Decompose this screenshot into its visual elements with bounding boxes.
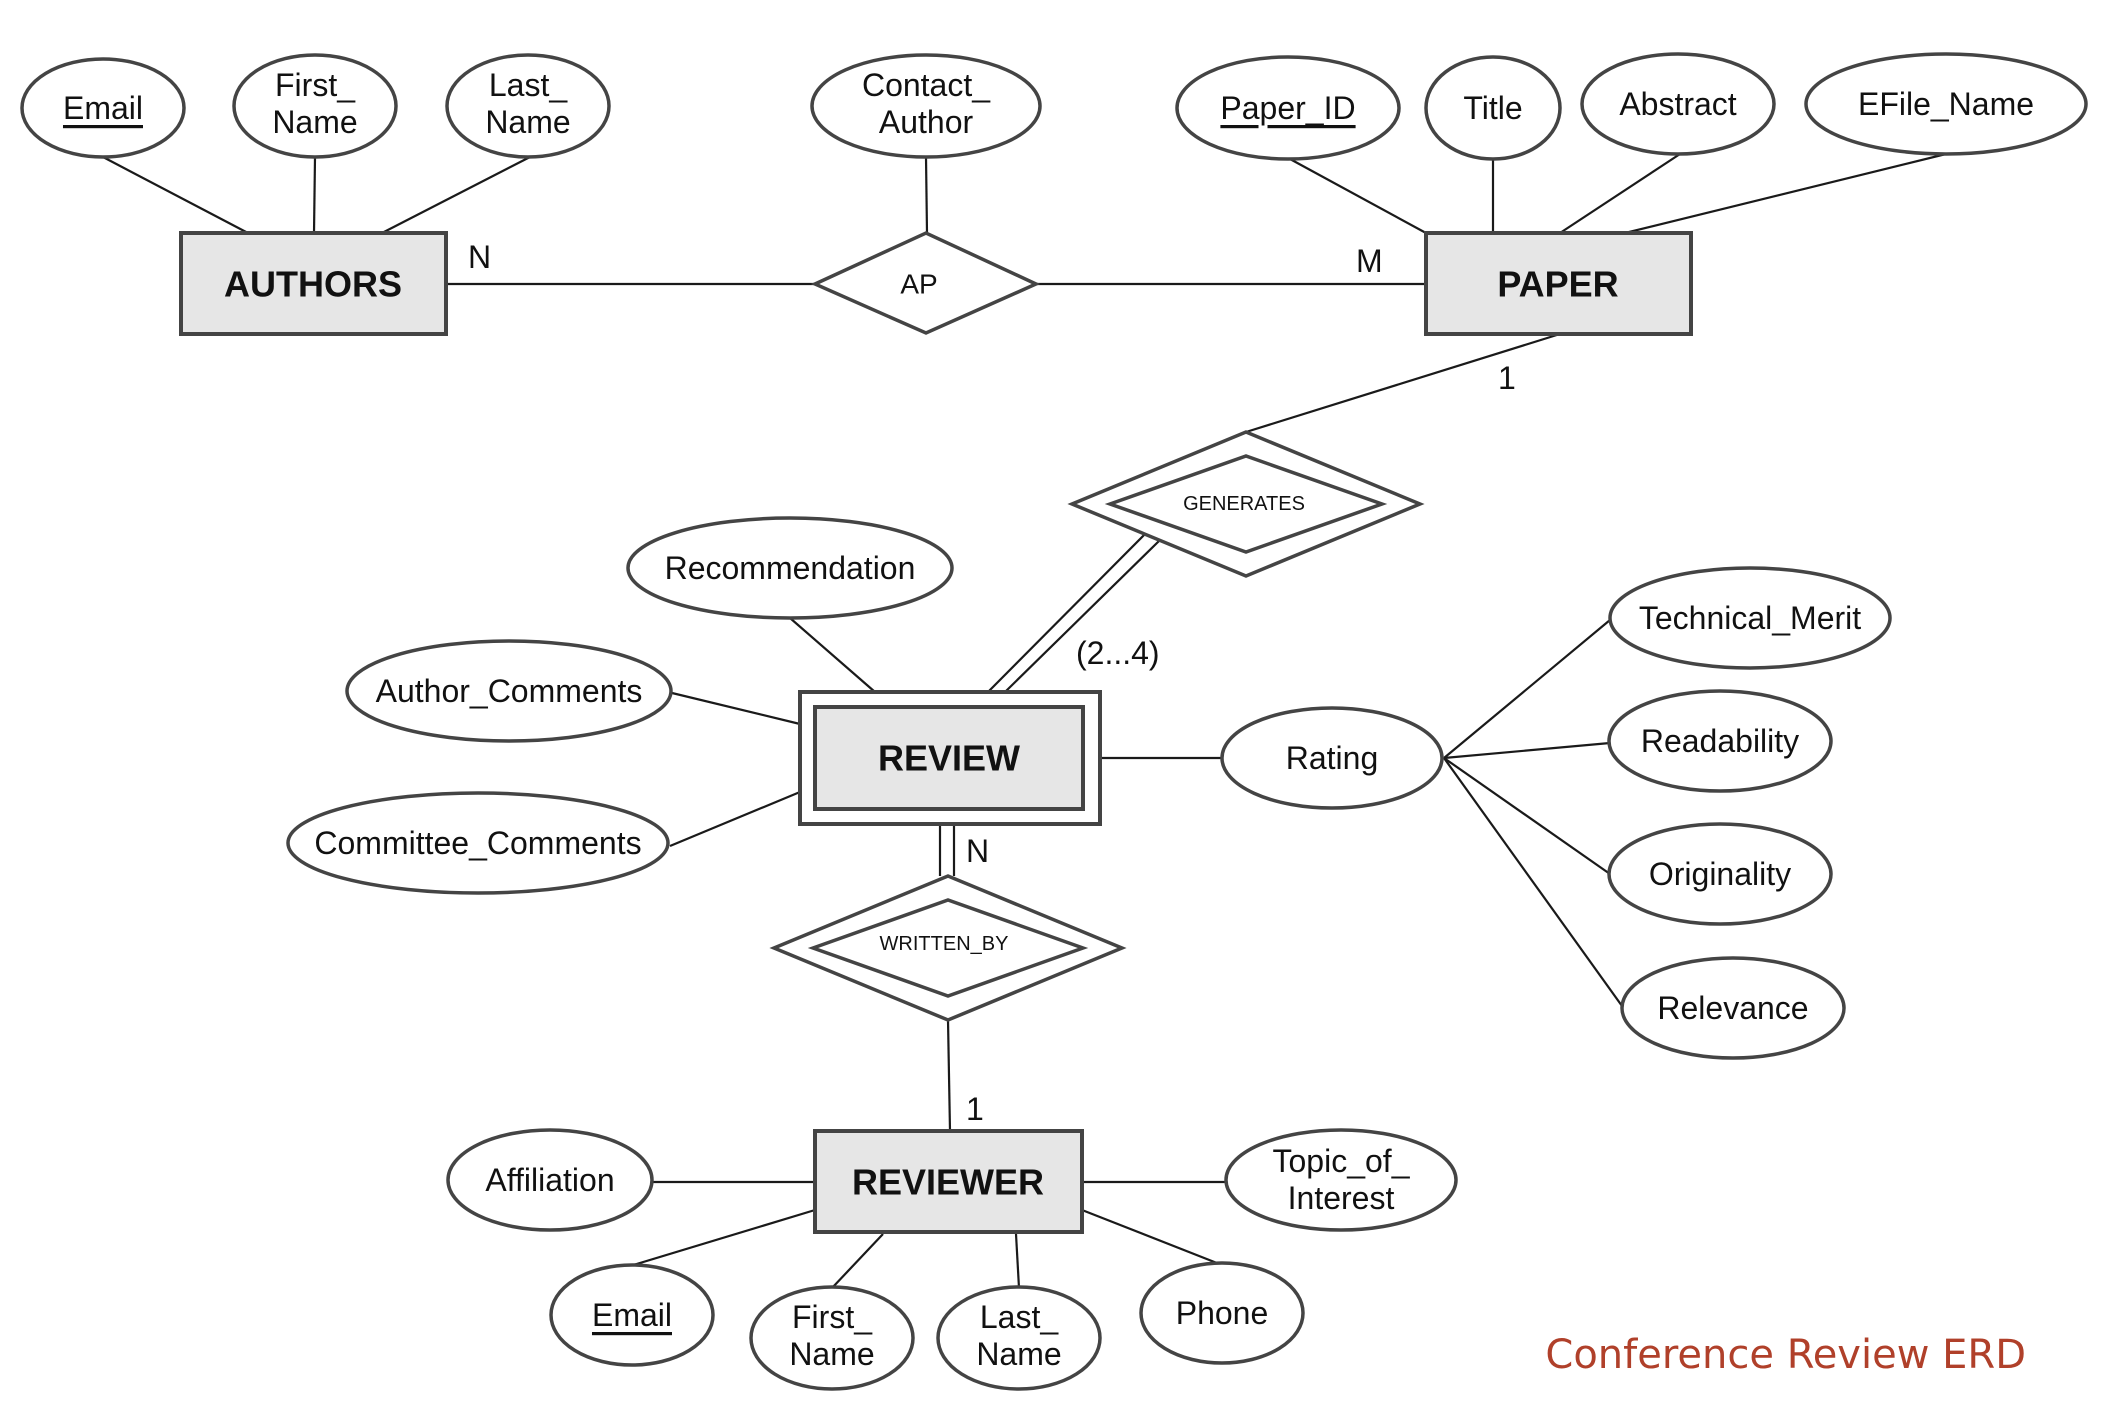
relationship-generates-label: GENERATES — [1183, 493, 1305, 515]
attribute-paper-id-label: Paper_ID — [1220, 90, 1355, 126]
cardinality-paper-generates: 1 — [1498, 360, 1516, 396]
attribute-reviewer-last-name-line2: Name — [976, 1336, 1061, 1372]
attribute-efile-name-label: EFile_Name — [1858, 86, 2034, 122]
relationship-generates: GENERATES — [1067, 430, 1425, 578]
attribute-paper-id: Paper_ID — [1175, 55, 1401, 161]
attribute-authors-email-label: Email — [63, 90, 143, 126]
attribute-affiliation-label: Affiliation — [485, 1162, 614, 1198]
attribute-relevance-label: Relevance — [1657, 990, 1808, 1026]
attribute-reviewer-first-name-line2: Name — [789, 1336, 874, 1372]
attribute-authors-last-name-line2: Name — [485, 104, 570, 140]
edge-paper-abstract — [1559, 153, 1681, 234]
attribute-reviewer-first-name: First_ Name — [749, 1285, 915, 1391]
cardinality-reviewer-written-by: 1 — [966, 1091, 984, 1127]
attribute-title-label: Title — [1463, 90, 1522, 126]
edge-paper-id — [1289, 158, 1427, 234]
edge-authors-last-name — [381, 156, 531, 234]
edge-authors-first-name — [312, 156, 317, 234]
relationship-ap-label: AP — [900, 269, 937, 300]
attribute-recommendation: Recommendation — [626, 516, 954, 620]
edge-review-recommendation — [789, 617, 876, 693]
attribute-authors-email: Email — [20, 57, 186, 159]
edge-paper-generates — [1245, 332, 1561, 434]
attribute-title: Title — [1424, 55, 1562, 161]
attribute-rating-label: Rating — [1286, 740, 1379, 776]
entity-authors-label: AUTHORS — [224, 264, 402, 305]
attribute-abstract-label: Abstract — [1619, 86, 1736, 122]
attribute-technical-merit-label: Technical_Merit — [1639, 600, 1861, 636]
edge-authors-email — [102, 156, 249, 234]
attribute-affiliation: Affiliation — [446, 1128, 654, 1232]
attribute-readability-label: Readability — [1641, 723, 1799, 759]
relationship-written-by-label: WRITTEN_BY — [880, 933, 1009, 955]
attribute-recommendation-label: Recommendation — [665, 550, 916, 586]
attribute-originality: Originality — [1607, 822, 1833, 926]
entity-authors: AUTHORS — [179, 231, 448, 336]
attribute-phone: Phone — [1139, 1261, 1305, 1365]
edge-reviewer-phone — [1081, 1208, 1223, 1267]
attribute-phone-label: Phone — [1176, 1295, 1269, 1331]
connector-lines — [102, 152, 1947, 1289]
edge-rating-technical-merit — [1443, 619, 1611, 759]
entity-reviewer-label: REVIEWER — [852, 1162, 1044, 1203]
attribute-contact-author-line2: Author — [879, 104, 974, 140]
attribute-authors-last-name-line1: Last_ — [489, 67, 568, 103]
attribute-committee-comments: Committee_Comments — [286, 791, 670, 895]
attribute-reviewer-email-label: Email — [592, 1297, 672, 1333]
edge-rating-relevance — [1443, 757, 1623, 1007]
attribute-abstract: Abstract — [1580, 52, 1776, 156]
relationship-ap: AP — [810, 231, 1041, 335]
edge-generates-review-a — [987, 532, 1147, 693]
edge-review-author-comments — [671, 691, 801, 726]
attribute-topic-of-interest-line1: Topic_of_ — [1273, 1143, 1411, 1179]
attribute-originality-label: Originality — [1649, 856, 1791, 892]
diagram-caption: Conference Review ERD — [1545, 1332, 2026, 1378]
edge-paper-efile — [1624, 152, 1947, 235]
attribute-authors-first-name-line1: First_ — [275, 67, 356, 103]
attribute-relevance: Relevance — [1620, 956, 1846, 1060]
entity-paper-label: PAPER — [1497, 264, 1618, 305]
edge-reviewer-email — [629, 1208, 816, 1268]
attribute-technical-merit: Technical_Merit — [1608, 566, 1892, 670]
edge-generates-review-b — [1004, 539, 1161, 693]
attribute-reviewer-last-name: Last_ Name — [936, 1285, 1102, 1391]
entity-reviewer: REVIEWER — [813, 1129, 1084, 1234]
relationship-written-by: WRITTEN_BY — [769, 874, 1127, 1022]
cardinality-labels: N M 1 (2...4) N 1 — [468, 239, 1516, 1127]
edge-rating-readability — [1443, 741, 1611, 760]
attribute-reviewer-first-name-line1: First_ — [792, 1299, 873, 1335]
attribute-contact-author: Contact_ Author — [810, 53, 1042, 159]
cardinality-review-written-by: N — [966, 833, 989, 869]
attribute-topic-of-interest-line2: Interest — [1288, 1180, 1395, 1216]
attribute-rating: Rating — [1220, 706, 1444, 810]
entity-review: REVIEW — [798, 690, 1102, 826]
attribute-readability: Readability — [1607, 689, 1833, 793]
attribute-authors-first-name: First_ Name — [232, 53, 398, 159]
entity-review-label: REVIEW — [878, 738, 1020, 779]
attribute-topic-of-interest: Topic_of_ Interest — [1224, 1128, 1458, 1232]
edge-reviewer-last-name — [1014, 1233, 1021, 1289]
edge-written-by-reviewer — [946, 1019, 952, 1132]
cardinality-review-generates: (2...4) — [1076, 635, 1160, 671]
cardinality-paper-ap: M — [1356, 243, 1383, 279]
attribute-authors-first-name-line2: Name — [272, 104, 357, 140]
edge-ap-contact-author — [924, 156, 929, 234]
edge-reviewer-first-name — [831, 1233, 884, 1289]
cardinality-authors-ap: N — [468, 239, 491, 275]
edge-review-committee-comments — [669, 790, 801, 848]
attribute-authors-last-name: Last_ Name — [445, 53, 611, 159]
edge-rating-originality — [1443, 757, 1611, 875]
attribute-reviewer-last-name-line1: Last_ — [980, 1299, 1059, 1335]
attribute-efile-name: EFile_Name — [1804, 52, 2088, 156]
attribute-author-comments: Author_Comments — [345, 639, 673, 743]
attribute-contact-author-line1: Contact_ — [862, 67, 991, 103]
attribute-author-comments-label: Author_Comments — [376, 673, 643, 709]
attribute-reviewer-email: Email — [549, 1263, 715, 1367]
attribute-committee-comments-label: Committee_Comments — [314, 825, 641, 861]
entity-paper: PAPER — [1424, 231, 1693, 336]
